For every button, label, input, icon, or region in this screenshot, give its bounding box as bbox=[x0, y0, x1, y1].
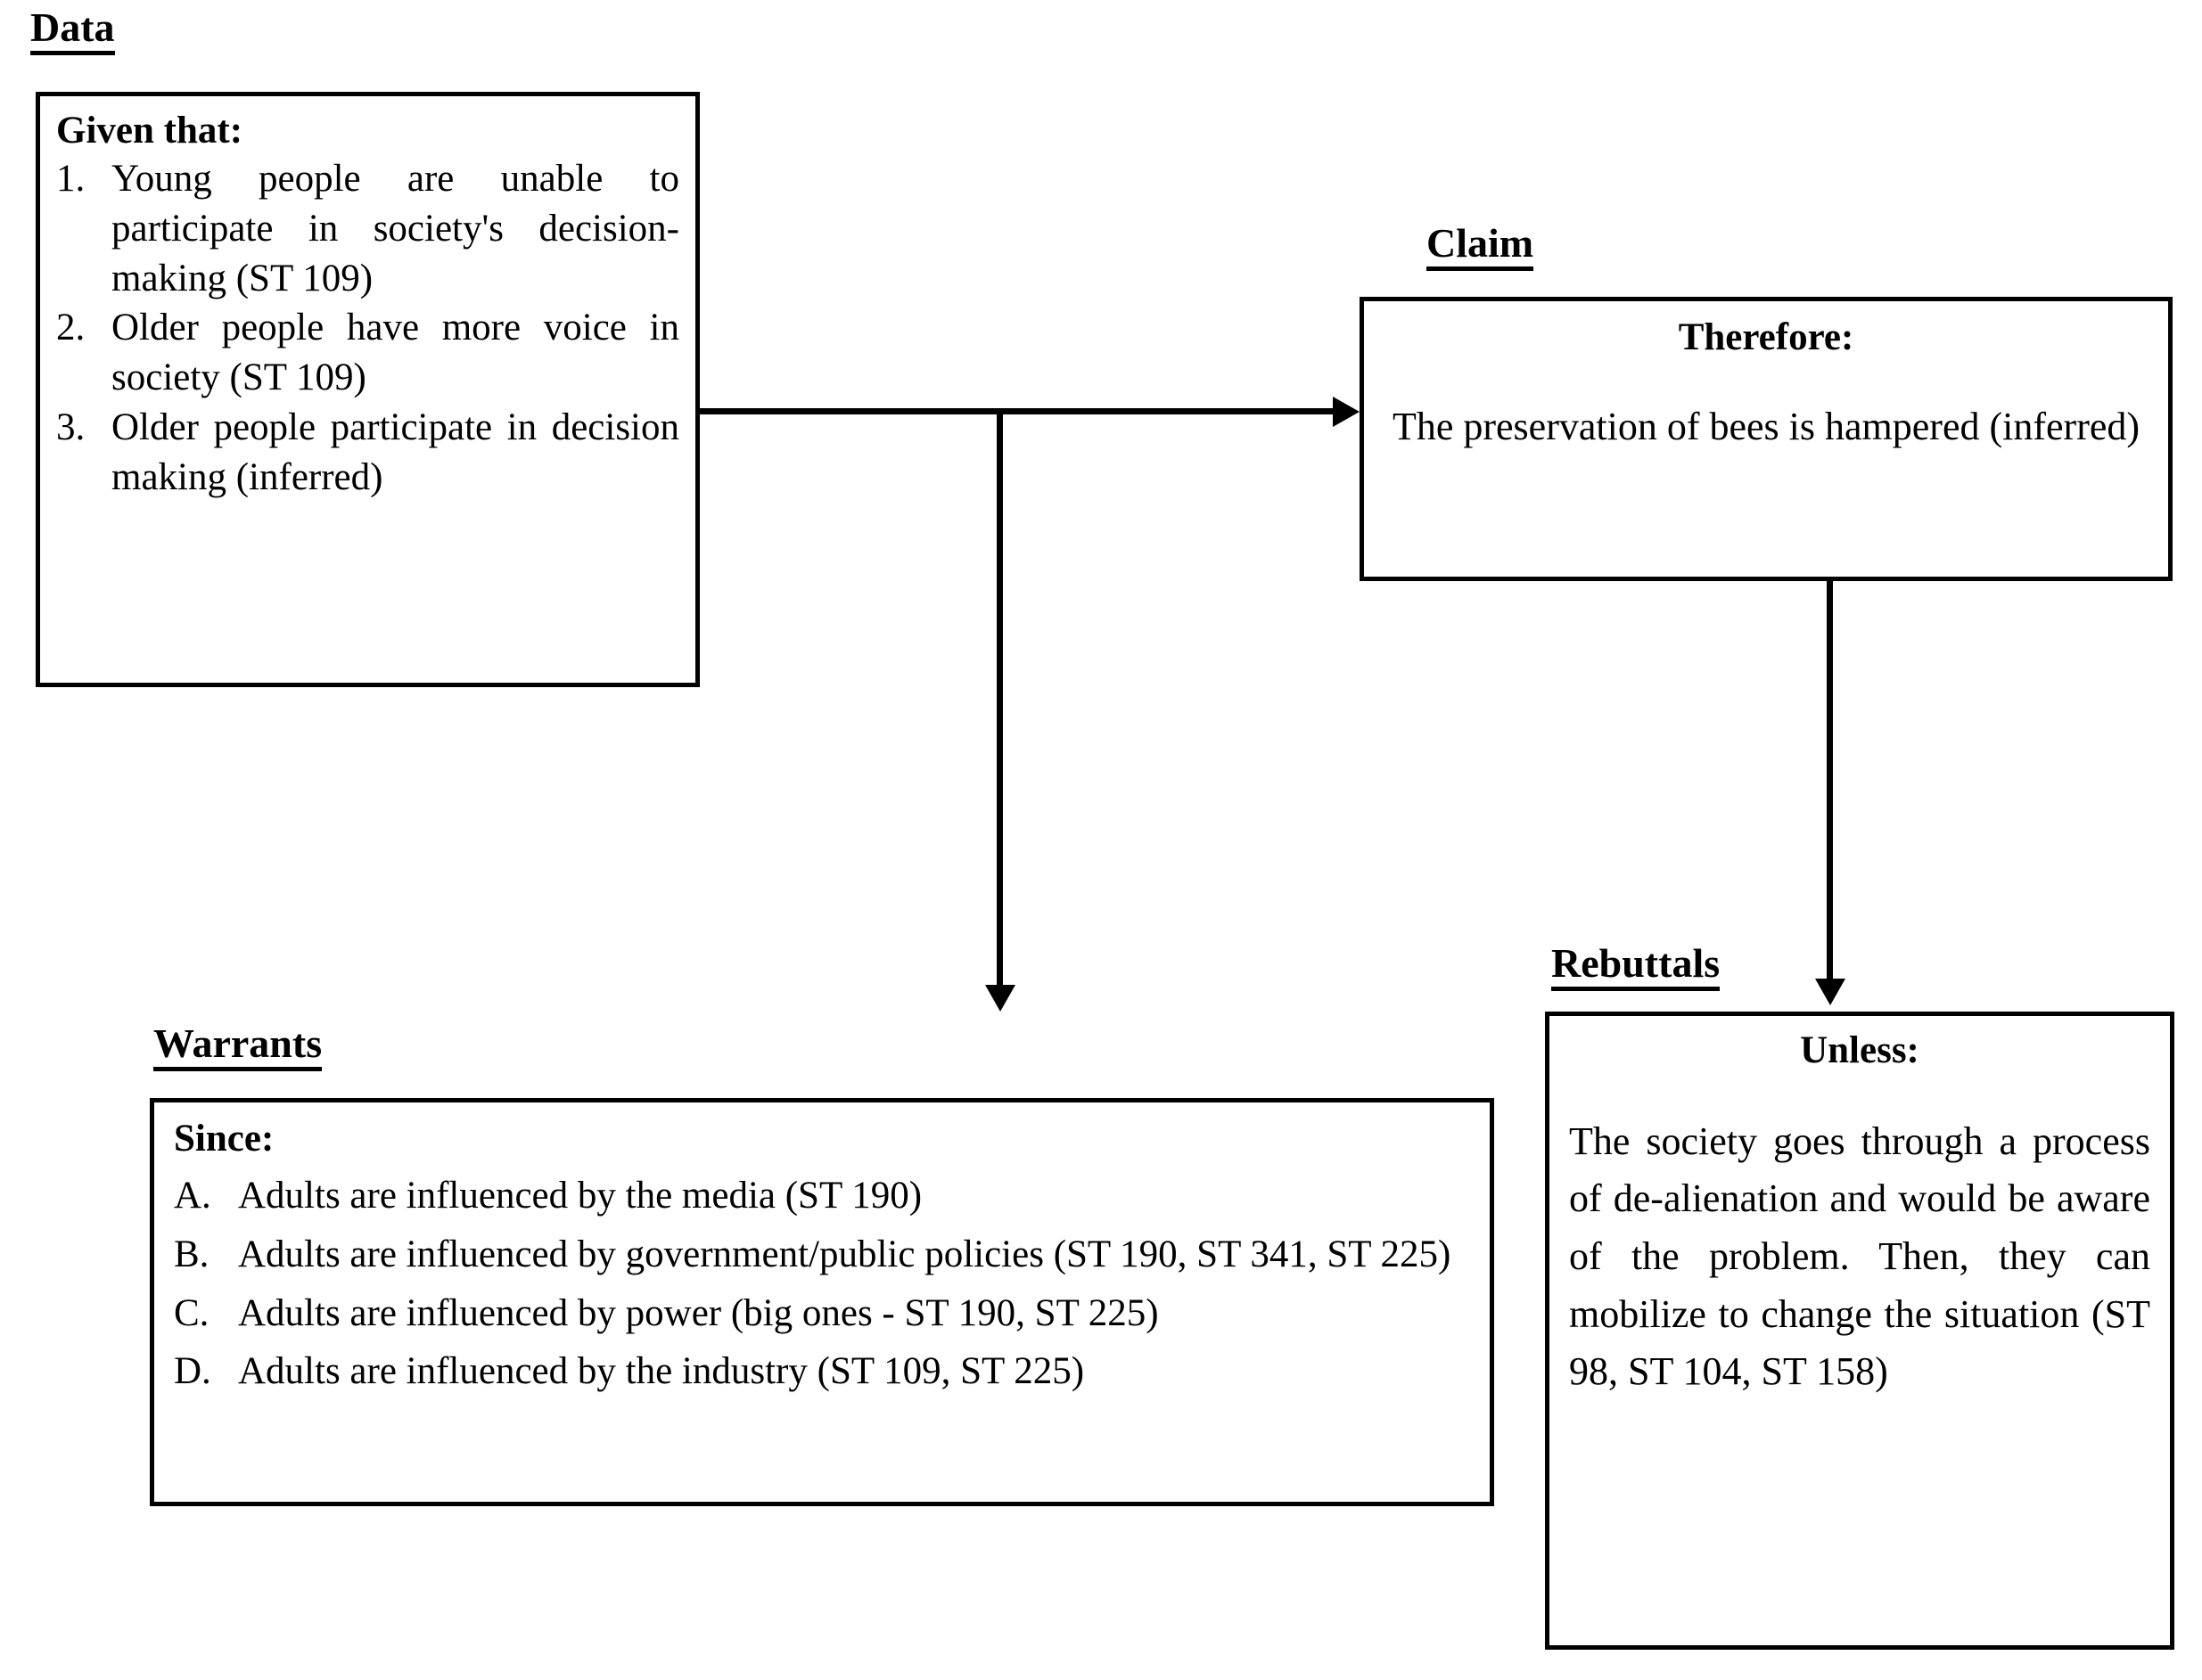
list-item: A. Adults are influenced by the media (S… bbox=[174, 1171, 1472, 1221]
connector-claim-to-rebuttals-line bbox=[1827, 579, 1833, 982]
list-item-text: Adults are influenced by the industry (S… bbox=[238, 1350, 1085, 1393]
connector-claim-to-rebuttals-arrowhead-icon bbox=[1815, 979, 1845, 1005]
data-item-list: 1. Young people are unable to participat… bbox=[56, 154, 679, 503]
list-item-text: Adults are influenced by government/publ… bbox=[238, 1233, 1451, 1275]
list-item-text: Adults are influenced by the media (ST 1… bbox=[238, 1174, 923, 1217]
claim-box: Therefore: The preservation of bees is h… bbox=[1360, 297, 2173, 581]
section-label-warrants: Warrants bbox=[153, 1023, 323, 1071]
list-item: 1. Young people are unable to participat… bbox=[56, 154, 679, 304]
list-item-marker: B. bbox=[174, 1233, 210, 1275]
list-item-marker: C. bbox=[174, 1291, 210, 1334]
list-item-marker: 3. bbox=[56, 406, 86, 449]
claim-box-title: Therefore: bbox=[1678, 316, 1854, 358]
section-label-data: Data bbox=[30, 7, 115, 55]
list-item: 3. Older people participate in decision … bbox=[56, 403, 679, 503]
warrants-box: Since: A. Adults are influenced by the m… bbox=[150, 1098, 1494, 1506]
list-item-text: Older people have more voice in society … bbox=[111, 307, 679, 399]
list-item: B. Adults are influenced by government/p… bbox=[174, 1230, 1472, 1280]
connector-data-to-claim-arrowhead-icon bbox=[1333, 397, 1360, 427]
connector-data-to-claim-line bbox=[697, 408, 1335, 414]
warrants-box-title: Since: bbox=[174, 1118, 275, 1160]
data-box: Given that: 1. Young people are unable t… bbox=[36, 92, 700, 687]
connector-data-to-warrants-arrowhead-icon bbox=[985, 985, 1015, 1012]
list-item-marker: D. bbox=[174, 1350, 211, 1393]
list-item: C. Adults are influenced by power (big o… bbox=[174, 1289, 1472, 1339]
rebuttals-box: Unless: The society goes through a proce… bbox=[1545, 1012, 2174, 1650]
section-label-rebuttals: Rebuttals bbox=[1551, 943, 1721, 991]
connector-data-to-warrants-line bbox=[997, 408, 1003, 992]
claim-box-text: The preservation of bees is hampered (in… bbox=[1392, 404, 2140, 448]
warrants-item-list: A. Adults are influenced by the media (S… bbox=[174, 1171, 1472, 1397]
list-item: 2. Older people have more voice in socie… bbox=[56, 303, 679, 403]
section-label-claim: Claim bbox=[1426, 223, 1534, 271]
rebuttals-box-title: Unless: bbox=[1800, 1029, 1919, 1071]
list-item-marker: 1. bbox=[56, 157, 86, 200]
list-item-text: Adults are influenced by power (big ones… bbox=[238, 1291, 1159, 1334]
data-box-title: Given that: bbox=[56, 110, 243, 152]
list-item-text: Older people participate in decision mak… bbox=[111, 406, 679, 499]
list-item-text: Young people are unable to participate i… bbox=[111, 157, 679, 299]
rebuttals-box-text: The society goes through a process of de… bbox=[1569, 1119, 2150, 1394]
list-item-marker: 2. bbox=[56, 307, 86, 349]
list-item: D. Adults are influenced by the industry… bbox=[174, 1347, 1472, 1397]
list-item-marker: A. bbox=[174, 1174, 211, 1217]
